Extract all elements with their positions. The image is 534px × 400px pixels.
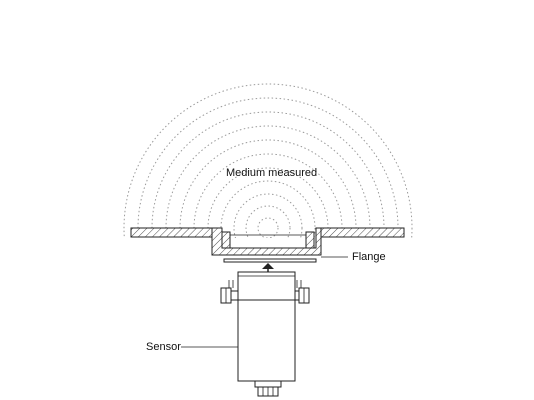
medium-label: Medium measured	[226, 167, 317, 179]
wave-circle	[220, 180, 316, 276]
sensor-body	[220, 271, 310, 397]
wave-circle	[245, 205, 291, 251]
wave-circle	[257, 217, 279, 239]
tank-wall	[130, 227, 405, 238]
flange	[211, 227, 322, 263]
sensor-label: Sensor	[146, 341, 181, 353]
wave-circle	[123, 83, 413, 373]
leader-lines	[181, 256, 348, 348]
flange-label: Flange	[352, 251, 386, 263]
